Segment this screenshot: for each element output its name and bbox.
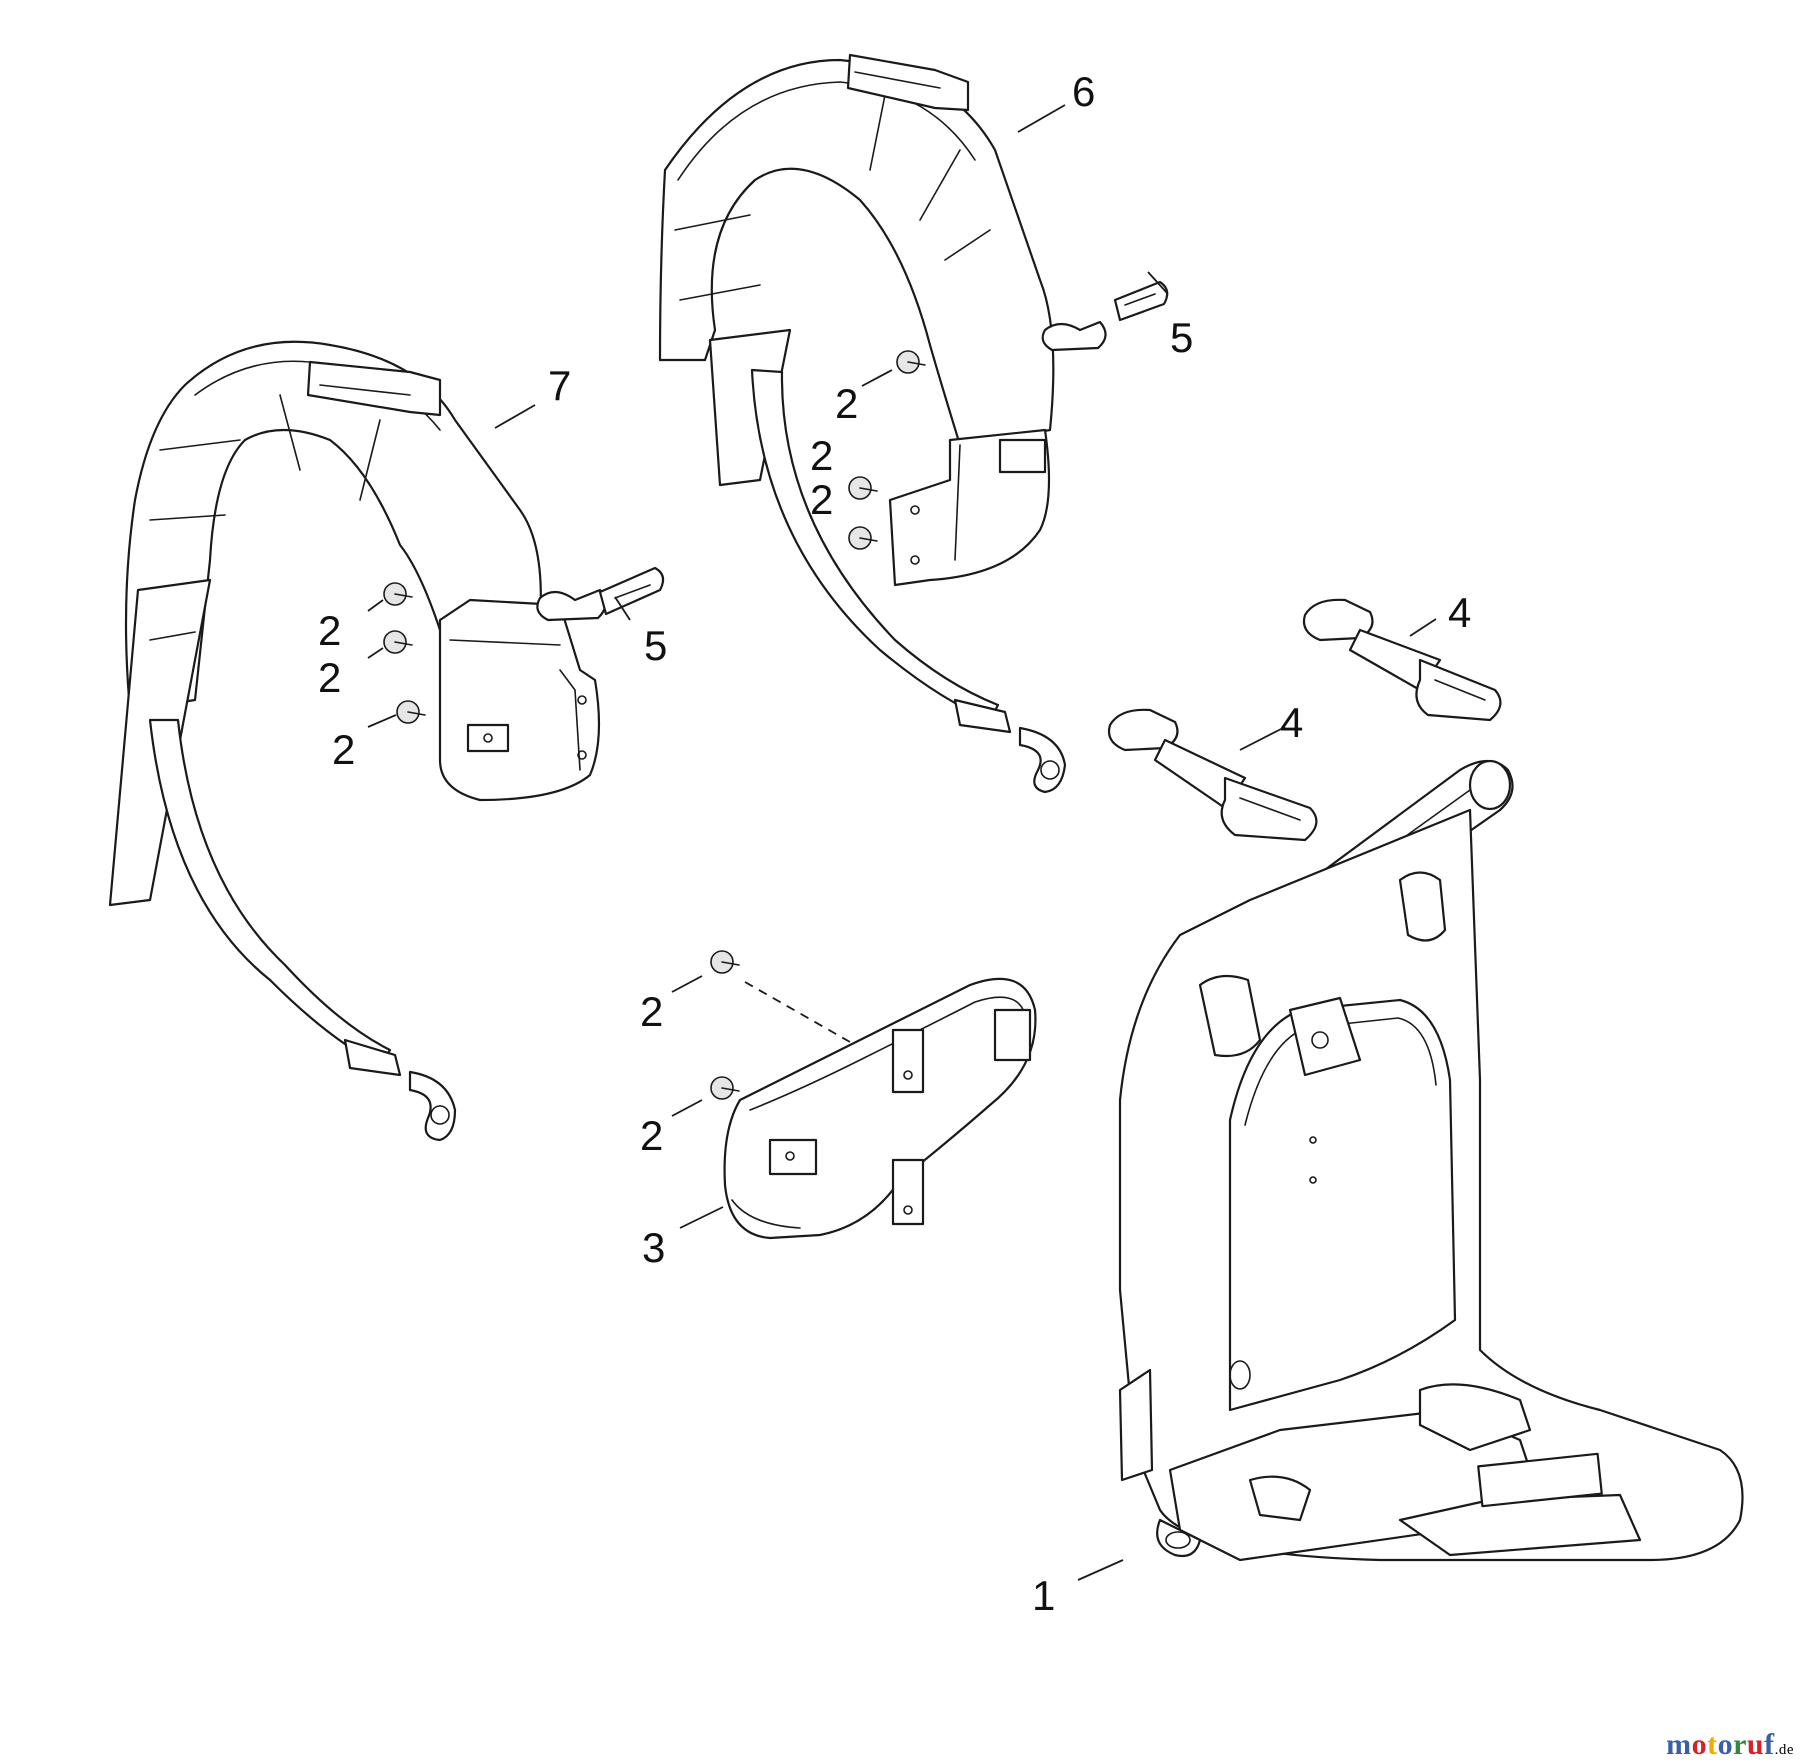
watermark-letter: o bbox=[1691, 1728, 1708, 1761]
callout-3: 3 bbox=[642, 1224, 665, 1271]
watermark-letter: t bbox=[1707, 1728, 1718, 1761]
screw-icon bbox=[383, 630, 413, 654]
screw-icon bbox=[710, 950, 740, 974]
callout-4: 4 bbox=[1280, 699, 1303, 746]
buckle-strap-part-4-upper bbox=[1302, 598, 1502, 722]
callout-2: 2 bbox=[810, 432, 833, 479]
leader-lines bbox=[367, 104, 1437, 1581]
callout-7: 7 bbox=[548, 362, 571, 409]
backpack-frame-part-1 bbox=[1118, 759, 1744, 1562]
callout-1: 1 bbox=[1032, 1572, 1055, 1619]
watermark-suffix: .de bbox=[1774, 1742, 1794, 1758]
callout-2: 2 bbox=[640, 1112, 663, 1159]
screw-icon bbox=[383, 582, 413, 606]
hip-pad-part-3 bbox=[710, 950, 1037, 1240]
watermark-letter: f bbox=[1764, 1728, 1775, 1761]
buckle-strap-part-4-lower bbox=[1107, 708, 1318, 842]
harness-strap-part-7 bbox=[108, 340, 665, 1142]
screw-icon bbox=[848, 526, 878, 550]
screw-icon bbox=[710, 1076, 740, 1100]
callout-4: 4 bbox=[1448, 589, 1471, 636]
callout-2: 2 bbox=[810, 476, 833, 523]
callout-5: 5 bbox=[644, 622, 667, 669]
callout-2: 2 bbox=[332, 726, 355, 773]
watermark-letter: u bbox=[1746, 1728, 1765, 1761]
screw-icon bbox=[396, 700, 426, 724]
harness-strap-part-6 bbox=[658, 53, 1169, 794]
callout-6: 6 bbox=[1072, 68, 1095, 115]
callout-2: 2 bbox=[318, 607, 341, 654]
screw-icon bbox=[848, 476, 878, 500]
callout-labels: 1 2 2 2 2 2 2 2 2 3 4 4 5 5 6 7 bbox=[318, 68, 1471, 1619]
screw-icon bbox=[896, 350, 926, 374]
watermark-logo: motoruf.de bbox=[1666, 1728, 1794, 1762]
callout-5: 5 bbox=[1170, 314, 1193, 361]
callout-2: 2 bbox=[640, 988, 663, 1035]
watermark-letter: r bbox=[1733, 1728, 1747, 1761]
callout-2: 2 bbox=[835, 380, 858, 427]
watermark-letter: m bbox=[1666, 1728, 1692, 1761]
callout-2: 2 bbox=[318, 654, 341, 701]
watermark-letter: o bbox=[1717, 1728, 1734, 1761]
